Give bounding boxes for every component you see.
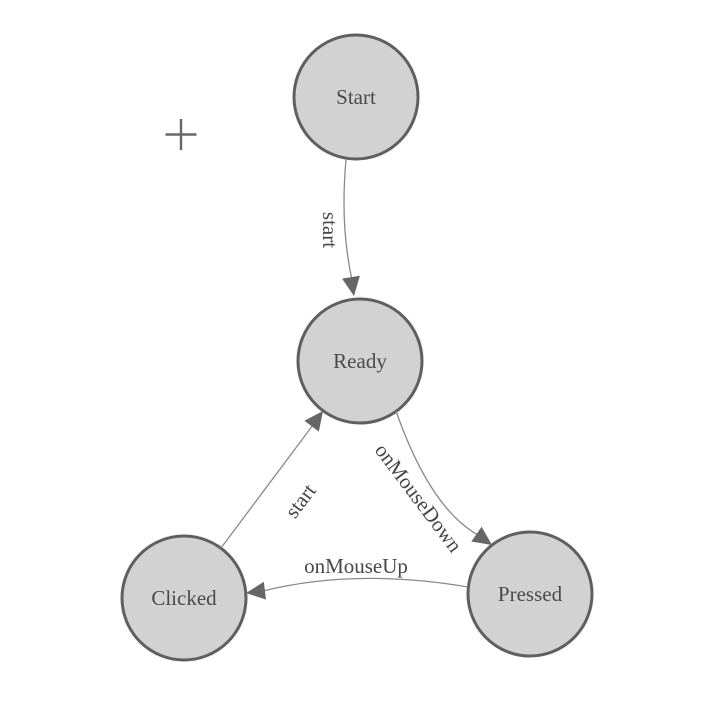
transition-label-clicked-to-ready: start bbox=[280, 479, 321, 522]
state-circle-ready[interactable] bbox=[296, 297, 424, 425]
transition-clicked-to-ready[interactable]: start bbox=[220, 411, 323, 549]
transition-pressed-to-clicked[interactable]: onMouseUp bbox=[246, 554, 469, 600]
arrowhead-icon-ready-to-pressed bbox=[471, 526, 492, 545]
transition-label-start-to-ready: start bbox=[318, 212, 342, 248]
state-node-pressed[interactable]: Pressed bbox=[466, 530, 594, 658]
state-label-ready: Ready bbox=[333, 349, 387, 373]
transition-ready-to-pressed[interactable]: onMouseDown bbox=[370, 410, 492, 557]
transition-label-ready-to-pressed: onMouseDown bbox=[370, 439, 467, 557]
state-node-clicked[interactable]: Clicked bbox=[120, 534, 248, 662]
arrowhead-icon-start-to-ready bbox=[342, 275, 360, 296]
state-node-ready[interactable]: Ready bbox=[296, 297, 424, 425]
transition-path-ready-to-pressed[interactable] bbox=[395, 410, 479, 536]
state-circle-clicked[interactable] bbox=[120, 534, 248, 662]
transition-label-pressed-to-clicked: onMouseUp bbox=[304, 554, 408, 578]
origin-crosshair-icon bbox=[165, 119, 197, 150]
arrowhead-icon-clicked-to-ready bbox=[304, 411, 323, 432]
arrowhead-icon-pressed-to-clicked bbox=[246, 581, 266, 600]
state-node-start[interactable]: Start bbox=[292, 33, 420, 161]
state-circle-start[interactable] bbox=[292, 33, 420, 161]
transition-path-start-to-ready[interactable] bbox=[343, 159, 353, 281]
state-label-start: Start bbox=[336, 85, 376, 109]
transition-path-clicked-to-ready[interactable] bbox=[220, 424, 314, 549]
state-label-pressed: Pressed bbox=[498, 582, 563, 606]
transition-start-to-ready[interactable]: start bbox=[318, 159, 360, 296]
state-circle-pressed[interactable] bbox=[466, 530, 594, 658]
state-label-clicked: Clicked bbox=[151, 586, 217, 610]
transition-path-pressed-to-clicked[interactable] bbox=[262, 577, 469, 592]
